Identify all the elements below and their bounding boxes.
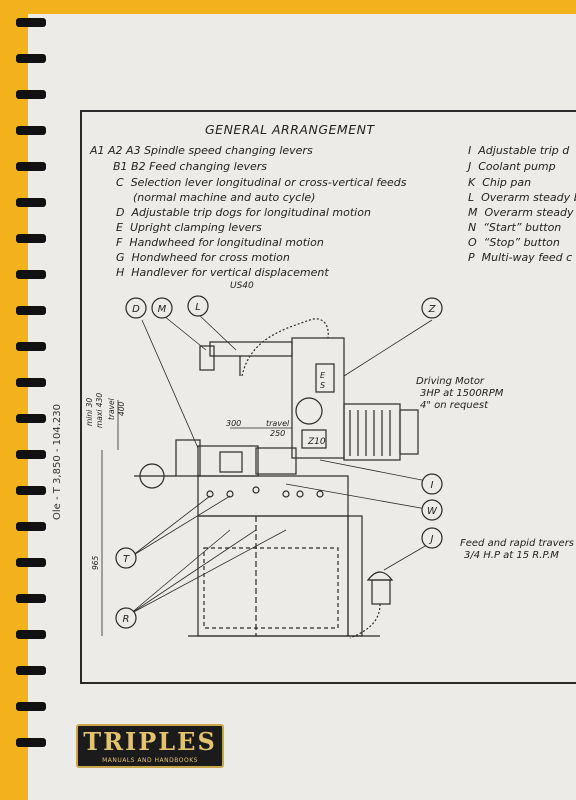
logo-subtitle: MANUALS AND HANDBOOKS [102,757,198,764]
leader-l [197,313,237,351]
leader-j [383,541,433,571]
coolant-hose [241,318,329,377]
handwheel-bracket [175,439,201,477]
legend-item-b: B1 B2 Feed changing levers [113,160,268,173]
callout-w-label: W [427,506,438,517]
dim-300: 300 [226,419,241,428]
legend-item-n: N “Start” button [468,221,562,234]
motor-label-1: Driving Motor [416,376,485,387]
body-s-label: S [320,381,325,390]
motor-label-3: 4" on request [420,400,489,411]
callout-l-label: L [195,302,201,313]
z10-plate [301,429,327,449]
spiral-binding [16,18,46,747]
callout-d-label: D [132,304,140,315]
callout-l [187,295,209,317]
callout-t [115,547,137,569]
legend-item-m: M Overarm steady [468,206,574,219]
drawing-frame [80,110,576,684]
travel-250-b: 250 [270,429,285,438]
leader-w [285,483,433,511]
document-code: Ole - T 3,850 - 104.230 [52,403,63,520]
body-e-label: E [320,371,326,380]
leader-r-3 [129,529,287,615]
legend-item-g: G Hondwheed for cross motion [116,251,290,264]
z10-label: Z10 [307,437,326,447]
callout-r [115,607,137,629]
feed-label-2: 3/4 H.P at 15 R.P.M [464,550,559,561]
travel-250-a: travel [266,419,290,428]
coolant-pump [366,571,394,581]
callout-m [151,297,173,319]
callout-j-label: J [429,534,434,545]
knee [197,475,349,517]
leader-i [319,459,433,483]
dim-maxi: maxi 430 [95,393,104,428]
legend-item-a: A1 A2 A3 Spindle speed changing levers [90,144,313,157]
leader-m [163,315,207,351]
feed-label-1: Feed and rapid travers [460,538,574,549]
callout-t-label: T [123,554,130,565]
callout-i [421,473,443,495]
page-title: GENERAL ARRANGEMENT [205,122,375,137]
dim-965: 965 [91,555,100,570]
leader-z [343,319,433,377]
legend-item-i: I Adjustable trip d [468,144,570,157]
upright-column [291,337,345,459]
legend-item-e: E Upright clamping levers [116,221,262,234]
column-plate [315,363,335,393]
callout-i-label: I [431,480,434,491]
machine-drawing: D M L Z I W J T R US40 Driving Motor 3HP… [85,281,574,639]
overarm [209,341,293,357]
triples-logo: TRIPLES MANUALS AND HANDBOOKS [76,724,224,768]
leader-t-2 [131,495,231,557]
legend-item-k: K Chip pan [468,176,532,189]
legend-item-c: C Selection lever longitudinal or cross-… [116,176,407,189]
leader-d [141,319,199,449]
travel-400-b: 400 [117,401,126,416]
callout-w [421,499,443,521]
chip-pan [203,547,339,629]
legend-item-c-note: (normal machine and auto cycle) [133,191,316,204]
travel-400-a: travel [107,397,116,420]
leader-r-2 [129,529,257,615]
manual-page [28,14,576,800]
motor-end [399,409,419,455]
callout-z-label: Z [428,304,437,315]
callout-d [125,297,147,319]
leader-r-1 [129,529,231,615]
overarm-steady [199,345,215,371]
callout-z [421,297,443,319]
logo-wordmark: TRIPLES [83,727,217,756]
legend-item-d: D Adjustable trip dogs for longitudinal … [116,206,371,219]
legend-item-l: L Overarm steady b [468,191,576,204]
callout-j [421,527,443,549]
base-side [347,515,363,637]
vise [219,451,243,473]
base [197,515,349,637]
dial [295,397,323,425]
callout-m-label: M [158,304,167,315]
leader-t-1 [131,495,211,557]
motor-label-2: 3HP at 1500RPM [420,388,504,399]
legend-item-f: F Handwheed for longitudinal motion [116,236,324,249]
spindle-head [255,447,297,475]
callout-r-label: R [123,614,130,625]
model-label: US40 [230,281,254,291]
legend-item-h: H Handlever for vertical displacement [116,266,329,279]
legend-item-j: J Coolant pump [468,160,556,173]
driving-motor [343,403,401,461]
dim-mini: mini 30 [85,398,94,426]
legend-item-o: O “Stop” button [468,236,560,249]
legend-item-p: P Multi-way feed c [468,251,573,264]
